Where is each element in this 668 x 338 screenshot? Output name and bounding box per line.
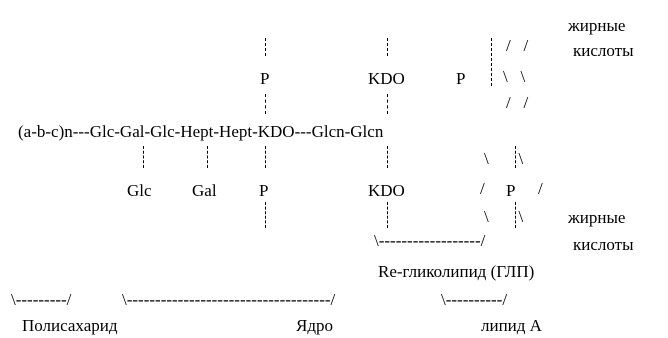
below-gal: Gal: [192, 181, 217, 200]
fatty-acids-top-label-line1: жирные: [568, 16, 626, 35]
branch-bottom-right-slash: /: [538, 179, 543, 198]
connector-below-kdo-lower: [387, 202, 388, 228]
polysaccharide-label: Полисахарид: [22, 316, 118, 335]
connector-below-hept-lower: [265, 202, 266, 228]
below-p-glcn: P: [506, 181, 516, 200]
connector-below-glcn: [515, 146, 516, 168]
fatty-acids-bottom-label-line2: кислоты: [573, 235, 634, 254]
core-bracket: \------------------------------------/: [122, 290, 336, 309]
polysaccharide-bracket: \---------/: [11, 290, 72, 309]
below-glc: Glc: [127, 181, 152, 200]
connector-below-glc: [143, 146, 144, 168]
connector-below-kdo: [387, 146, 388, 168]
branch-bottom-row1: \ \: [484, 149, 524, 168]
lipid-a-bracket: \----------/: [441, 290, 508, 309]
branch-bottom-row4: \ \: [484, 207, 524, 226]
above-p-hept: P: [260, 69, 270, 88]
lipid-a-label: липид А: [481, 316, 542, 335]
fatty-acids-bottom-label-line1: жирные: [568, 208, 626, 227]
main-chain: (a-b-c)n---Glc-Gal-Glc-Hept-Hept-KDO---G…: [18, 122, 384, 141]
fatty-acids-top-label-line2: кислоты: [573, 41, 634, 60]
connector-above-kdo: [387, 38, 388, 56]
glp-label: Re-гликолипид (ГЛП): [378, 262, 535, 281]
core-label: Ядро: [296, 316, 333, 335]
below-p-hept: P: [259, 181, 269, 200]
connector-below-gal: [207, 146, 208, 168]
connector-above-hept: [265, 38, 266, 56]
connector-above-kdo-lower: [387, 94, 388, 114]
branch-top-row2: \ \: [503, 67, 526, 86]
connector-above-p-glcn: [491, 38, 492, 86]
above-kdo: KDO: [368, 69, 405, 88]
glp-bracket: \------------------/: [374, 231, 486, 250]
branch-top-row3: / /: [506, 93, 529, 112]
connector-below-p-glcn-lower: [515, 202, 516, 228]
connector-above-hept-lower: [265, 94, 266, 114]
branch-bottom-left-slash: /: [480, 179, 485, 198]
above-p-glcn: P: [456, 69, 466, 88]
branch-top-row1: / /: [506, 36, 529, 55]
connector-below-hept: [265, 146, 266, 168]
below-kdo: KDO: [368, 181, 405, 200]
